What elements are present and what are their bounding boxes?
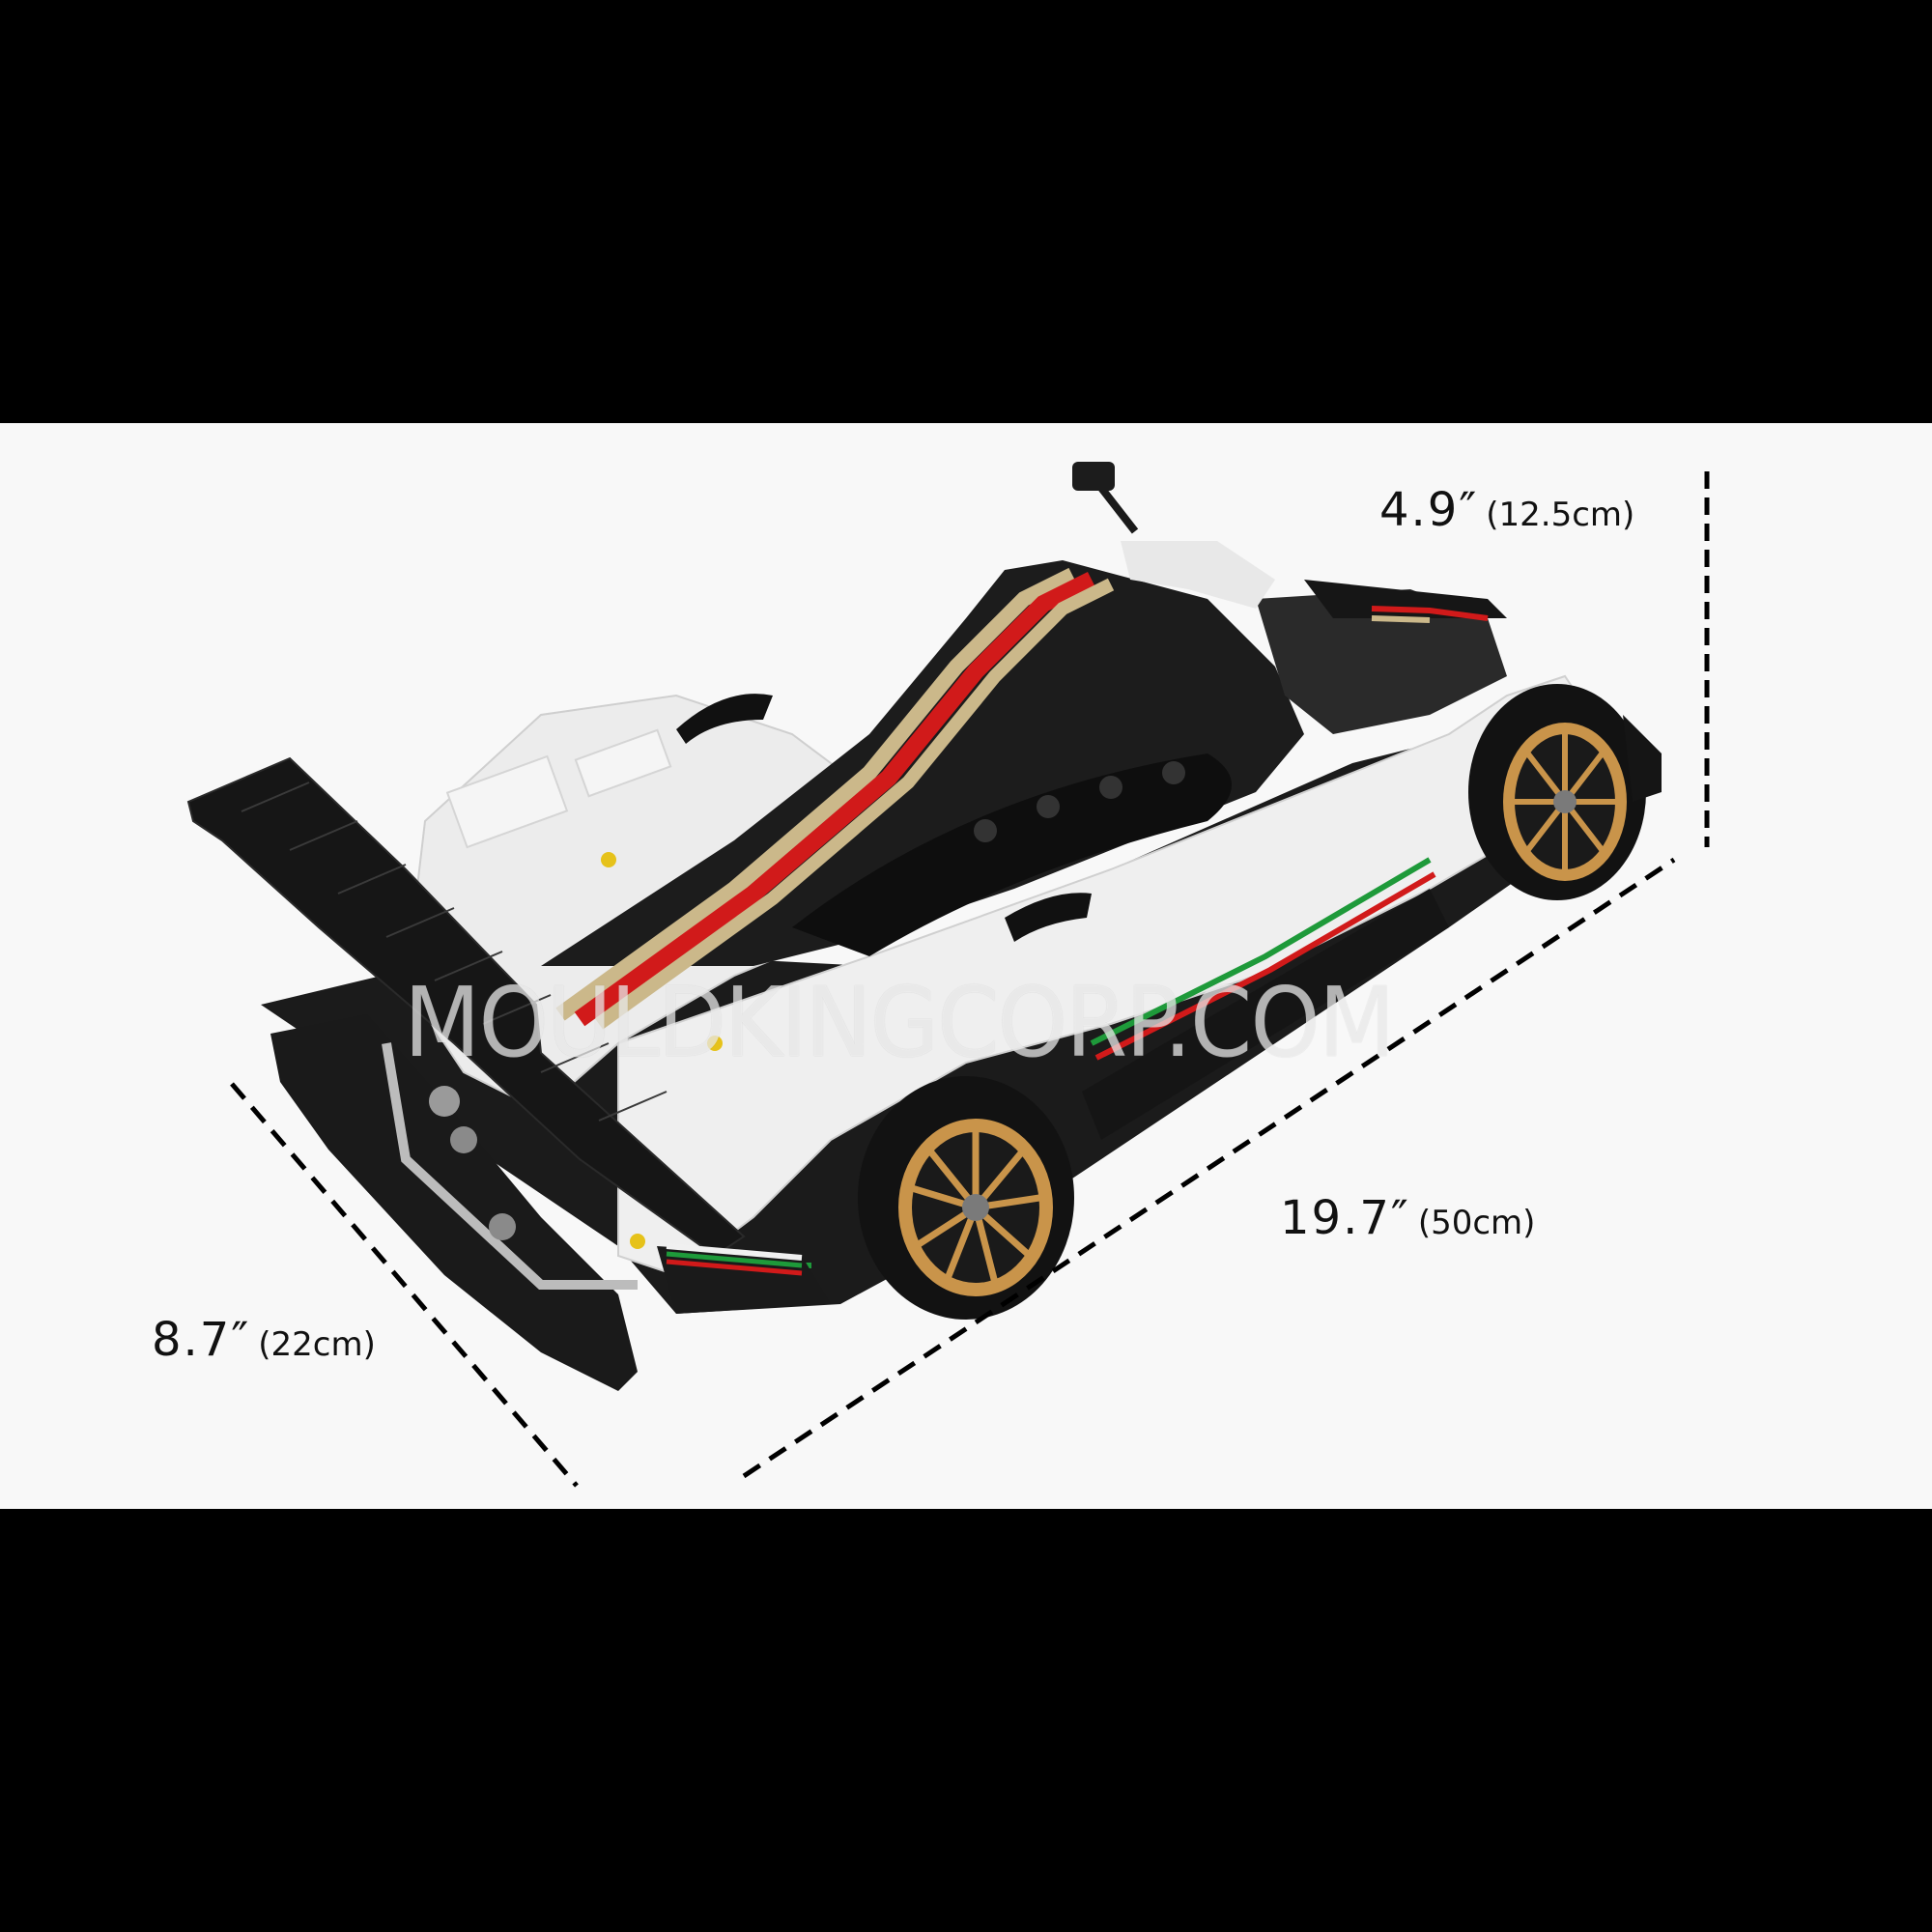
wheel-front <box>1468 684 1646 900</box>
width-metric: (22cm) <box>258 1325 376 1364</box>
length-metric: (50cm) <box>1417 1204 1536 1242</box>
width-label: 8.7″(22cm) <box>152 1317 376 1363</box>
side-stripe-red <box>1094 871 1436 1061</box>
car-model <box>186 462 1662 1391</box>
watermark: MOULDKINGCORP.COM <box>404 966 1395 1079</box>
height-metric: (12.5cm) <box>1486 496 1635 534</box>
letterbox-top <box>0 0 1932 423</box>
width-imperial: 8.7″ <box>152 1313 251 1367</box>
length-dimension-line <box>742 857 1676 1479</box>
height-imperial: 4.9″ <box>1379 483 1479 537</box>
length-imperial: 19.7″ <box>1280 1191 1410 1245</box>
letterbox-bottom <box>0 1509 1932 1932</box>
length-label: 19.7″(50cm) <box>1280 1195 1535 1241</box>
width-dimension-line <box>230 1082 579 1488</box>
wheel-rear <box>858 1076 1074 1320</box>
spine-stripe-red <box>574 571 1096 1027</box>
spine-stripe-tan-left <box>555 567 1076 1021</box>
spine-stripe-tan-right <box>594 578 1115 1030</box>
side-stripe-green <box>1090 857 1432 1046</box>
height-label: 4.9″(12.5cm) <box>1379 487 1634 533</box>
antenna-mount <box>1072 462 1115 491</box>
